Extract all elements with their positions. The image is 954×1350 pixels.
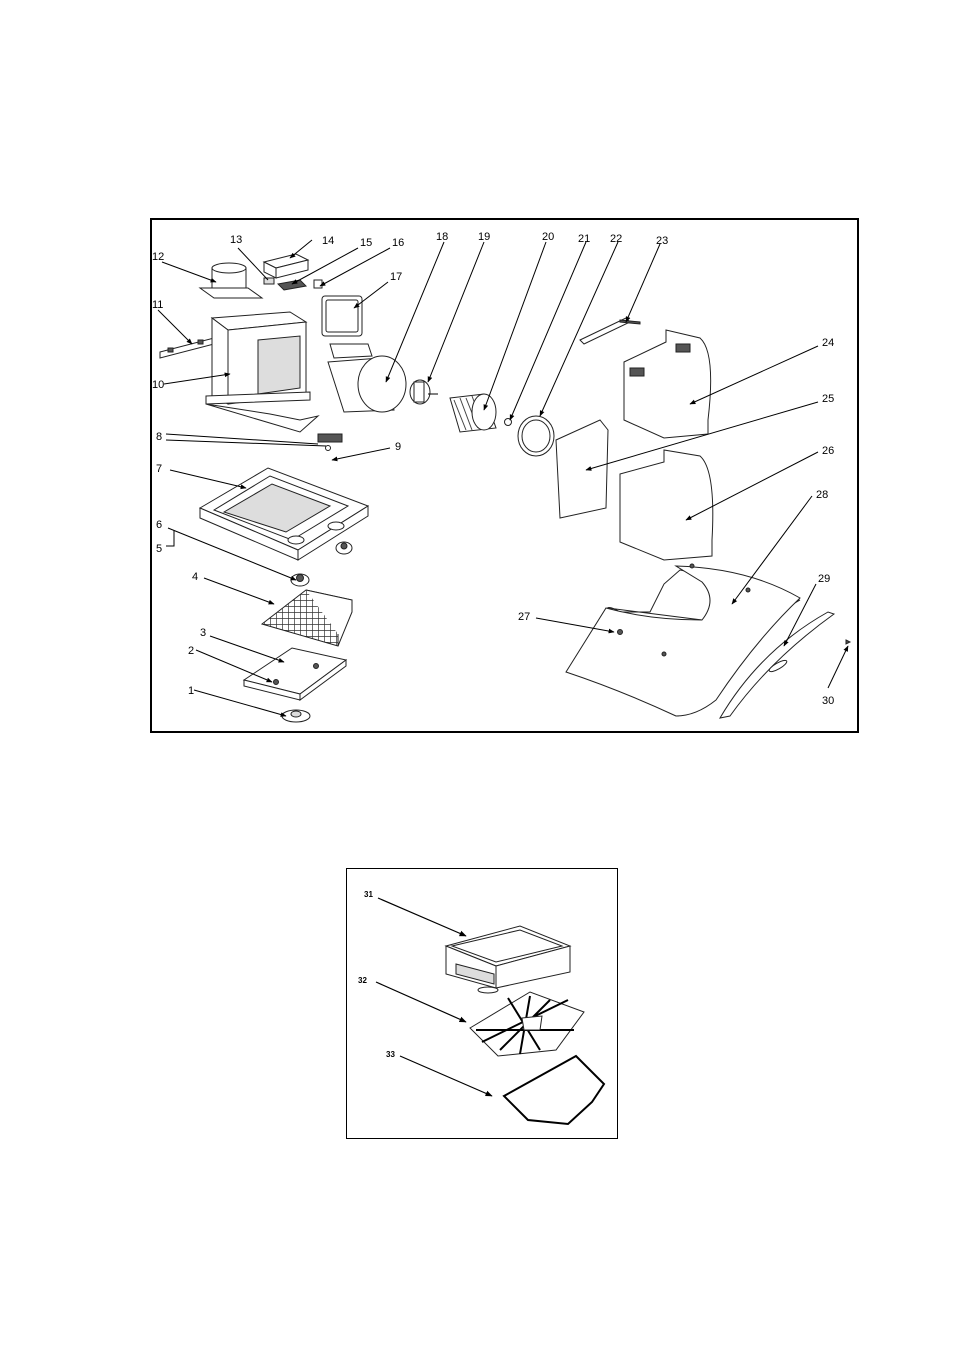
part-25-chimney-side — [556, 420, 608, 518]
label-25: 25 — [822, 393, 834, 405]
label-9: 9 — [395, 441, 401, 453]
part-32-filter-grid — [470, 992, 584, 1056]
part-16-clip — [314, 280, 322, 288]
label-6: 6 — [156, 519, 162, 531]
part-5-knob — [336, 542, 352, 554]
part-1-light-cover — [282, 710, 310, 722]
label-22: 22 — [610, 233, 622, 245]
part-30-screw — [846, 640, 850, 644]
label-11: 11 — [152, 299, 163, 311]
label-13: 13 — [230, 234, 242, 246]
label-1: 1 — [188, 685, 194, 697]
part-11-switch-plate — [160, 338, 214, 358]
label-19: 19 — [478, 231, 490, 243]
label-12: 12 — [152, 251, 164, 263]
part-28-canopy-glass — [566, 564, 800, 716]
part-17-motor-plate — [322, 296, 362, 336]
label-28: 28 — [816, 489, 828, 501]
part-23-wall-bracket — [580, 318, 640, 344]
part-19-motor — [410, 380, 438, 404]
label-27: 27 — [518, 611, 530, 623]
label-26: 26 — [822, 445, 834, 457]
part-26-lower-chimney — [620, 450, 713, 560]
label-21: 21 — [578, 233, 590, 245]
part-9-screw — [326, 446, 331, 451]
label-29: 29 — [818, 573, 830, 585]
part-18-blower — [328, 344, 406, 412]
part-13-connector — [264, 278, 274, 284]
part-8-control-strip — [166, 434, 342, 444]
part-6-knob — [291, 574, 309, 586]
label-7: 7 — [156, 463, 162, 475]
label-20: 20 — [542, 231, 554, 243]
part-27-screw — [618, 630, 623, 635]
part-4-grease-filter — [262, 590, 352, 646]
label-15: 15 — [360, 237, 372, 249]
part-33-filter-pad — [504, 1056, 604, 1124]
label-2: 2 — [188, 645, 194, 657]
part-12-outlet-collar — [200, 263, 262, 298]
label-30: 30 — [822, 695, 834, 707]
part-15-bracket — [278, 280, 306, 290]
part-24-upper-chimney — [624, 330, 711, 438]
label-14: 14 — [322, 235, 334, 247]
part-10-housing — [206, 312, 318, 432]
leader-lines-sub — [376, 898, 492, 1096]
label-31: 31 — [364, 890, 373, 899]
label-33: 33 — [386, 1050, 395, 1059]
label-3: 3 — [200, 627, 206, 639]
part-22-ring — [518, 416, 554, 456]
label-5: 5 — [156, 543, 162, 555]
part-20-impeller — [450, 394, 496, 432]
label-18: 18 — [436, 231, 448, 243]
label-24: 24 — [822, 337, 834, 349]
part-14-control-box — [264, 254, 308, 278]
label-17: 17 — [390, 271, 402, 283]
label-4: 4 — [192, 571, 198, 583]
label-10: 10 — [152, 379, 164, 391]
part-31-carbon-filter-frame — [446, 926, 570, 993]
label-32: 32 — [358, 976, 367, 985]
label-8: 8 — [156, 431, 162, 443]
part-3-light-panel — [244, 648, 346, 700]
callout-labels-sub: 31 32 33 — [358, 890, 395, 1059]
label-23: 23 — [656, 235, 668, 247]
label-16: 16 — [392, 237, 404, 249]
